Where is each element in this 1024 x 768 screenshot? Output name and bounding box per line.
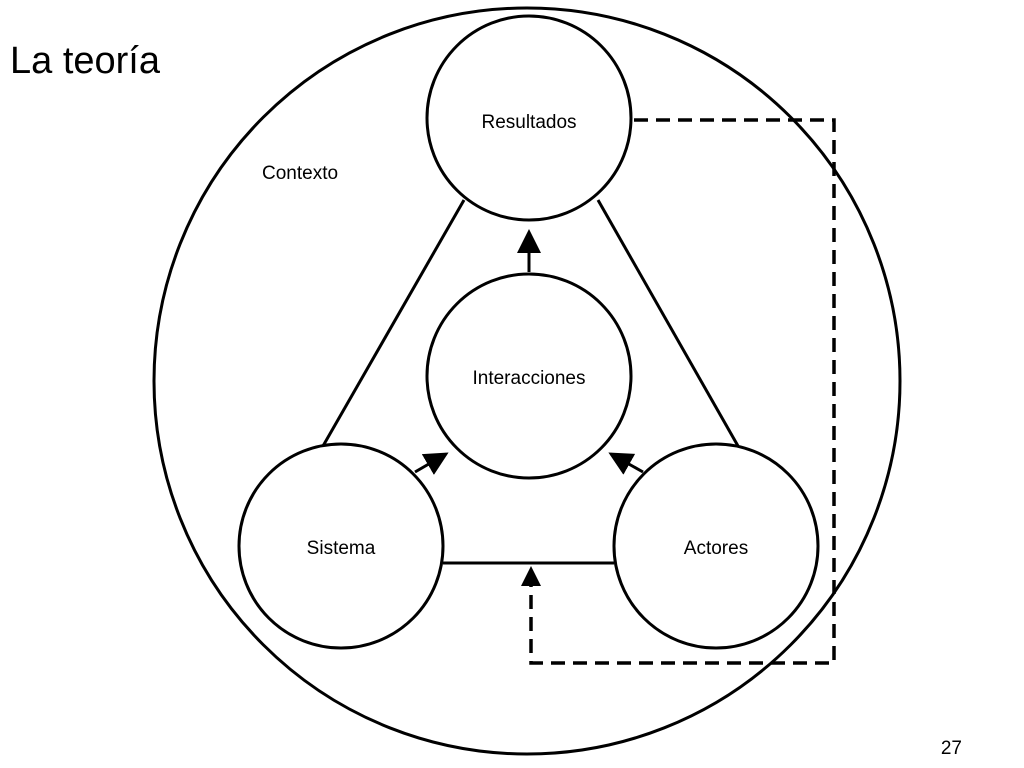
arrow-actores-interacciones xyxy=(608,452,644,475)
label-sistema: Sistema xyxy=(307,538,376,559)
label-contexto: Contexto xyxy=(262,163,338,184)
line-sistema-resultados xyxy=(321,199,466,447)
feedback-loop-dashed xyxy=(529,118,836,665)
label-interacciones: Interacciones xyxy=(472,368,585,389)
slide-title: La teoría xyxy=(10,40,160,82)
node-sistema xyxy=(237,442,445,650)
node-actores xyxy=(612,442,820,650)
arrow-sistema-interacciones xyxy=(414,452,449,475)
page-number: 27 xyxy=(940,738,962,759)
feedback-arrowhead xyxy=(521,566,541,586)
context-circle xyxy=(152,6,902,756)
label-resultados: Resultados xyxy=(481,112,576,133)
node-resultados xyxy=(425,14,633,222)
node-interacciones xyxy=(425,272,633,480)
label-actores: Actores xyxy=(684,538,748,559)
line-actores-resultados xyxy=(596,199,740,447)
